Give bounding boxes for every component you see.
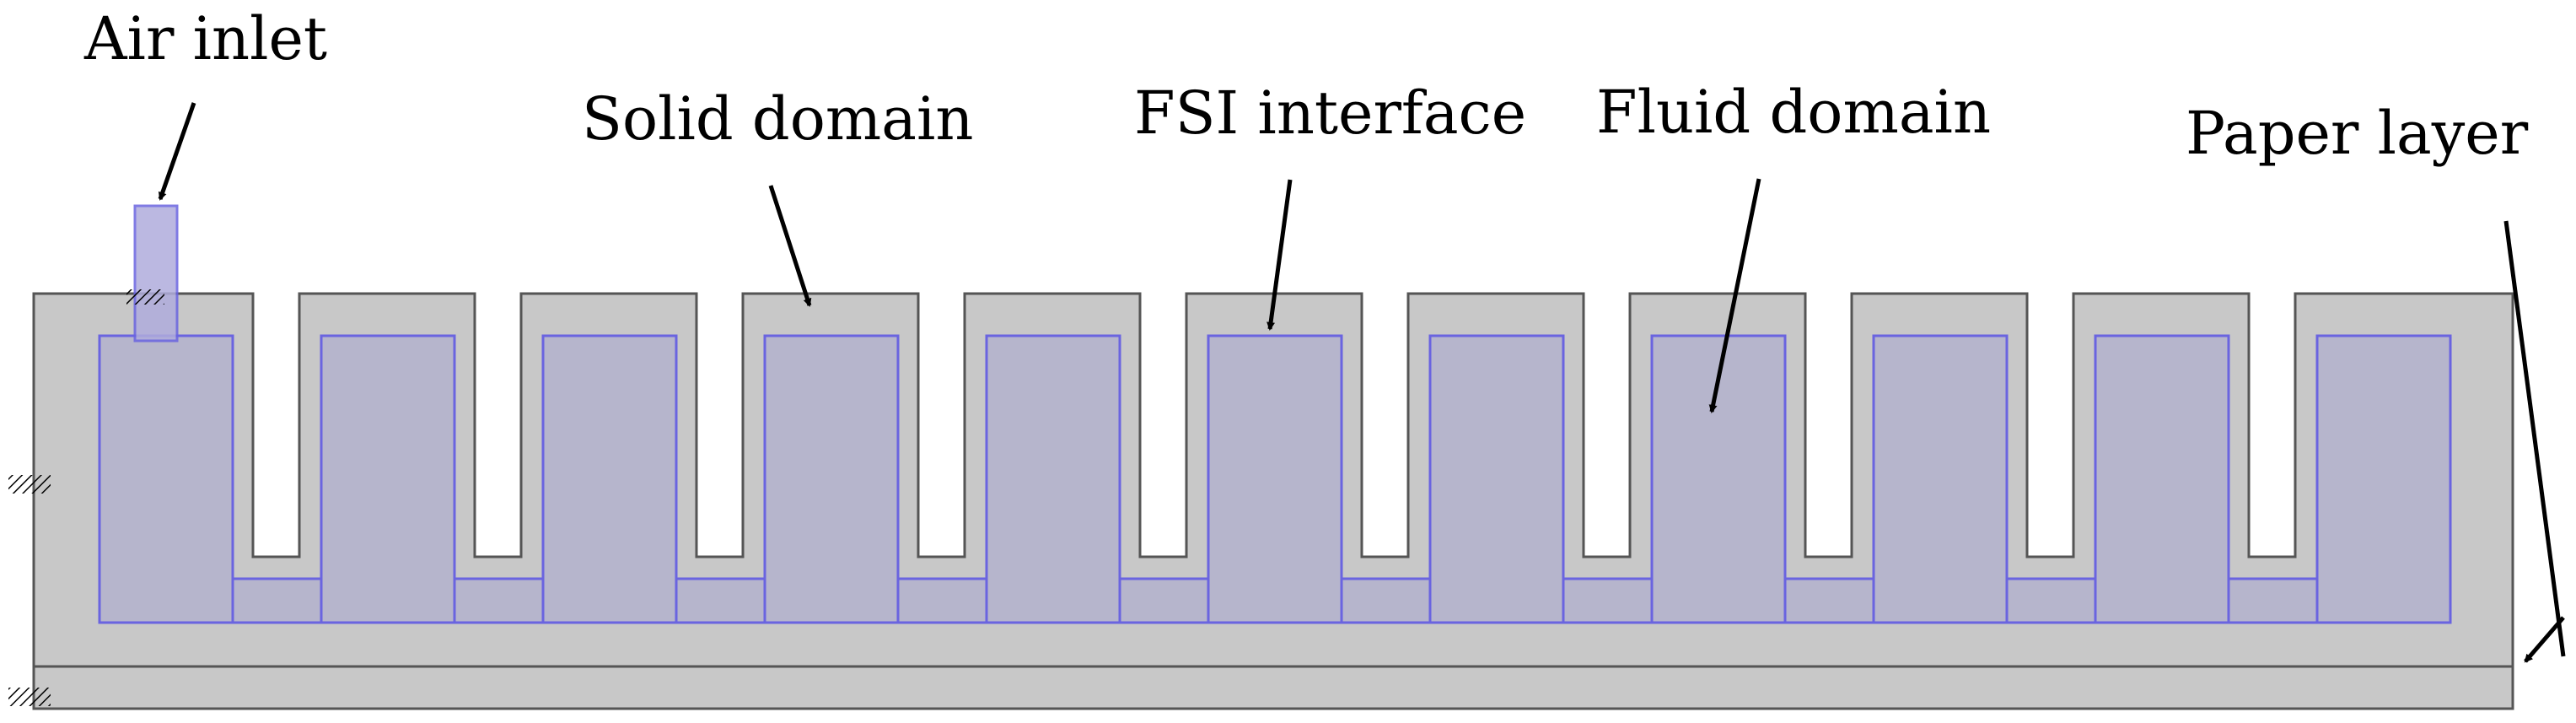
fixed-support-left-icon bbox=[8, 475, 51, 494]
label-air-inlet: Air inlet bbox=[83, 4, 327, 73]
label-solid-domain: Solid domain bbox=[582, 84, 973, 154]
fixed-support-bottom-icon bbox=[8, 688, 51, 706]
fluid-chamber bbox=[98, 334, 234, 624]
air-inlet-tube bbox=[133, 204, 179, 343]
fluid-chamber bbox=[2315, 334, 2452, 624]
fluid-chamber bbox=[1428, 334, 1565, 624]
label-fluid-domain: Fluid domain bbox=[1596, 78, 1991, 147]
fixed-support-inlet-icon bbox=[126, 289, 164, 305]
fluid-domain-chambers bbox=[98, 334, 2452, 624]
paper-layer bbox=[32, 665, 2514, 710]
fluid-channel bbox=[2005, 577, 2097, 624]
fluid-chamber bbox=[2094, 334, 2230, 624]
arrow-fluid-domain bbox=[1708, 178, 1761, 413]
fluid-channel bbox=[1562, 577, 1654, 624]
arrow-air-inlet bbox=[158, 102, 196, 201]
fluid-chamber bbox=[1207, 334, 1343, 624]
fluid-channel bbox=[1340, 577, 1432, 624]
fluid-channel bbox=[1118, 577, 1210, 624]
arrow-fsi-interface bbox=[1266, 179, 1293, 331]
fluid-channel bbox=[231, 577, 323, 624]
fluid-chamber bbox=[320, 334, 456, 624]
fluid-channel bbox=[453, 577, 545, 624]
fluid-chamber bbox=[763, 334, 900, 624]
fluid-channel bbox=[1783, 577, 1875, 624]
fluid-channel bbox=[675, 577, 766, 624]
fluid-channel bbox=[896, 577, 988, 624]
fluid-chamber bbox=[985, 334, 1121, 624]
label-paper-layer: Paper layer bbox=[2186, 99, 2529, 168]
arrow-paper-layer-tip bbox=[2524, 616, 2565, 663]
label-fsi-interface: FSI interface bbox=[1134, 78, 1526, 148]
arrow-solid-domain bbox=[768, 185, 812, 307]
arrow-paper-layer bbox=[2503, 220, 2566, 657]
fluid-channel bbox=[2227, 577, 2319, 624]
fluid-chamber bbox=[1872, 334, 2009, 624]
fluid-chamber bbox=[541, 334, 678, 624]
